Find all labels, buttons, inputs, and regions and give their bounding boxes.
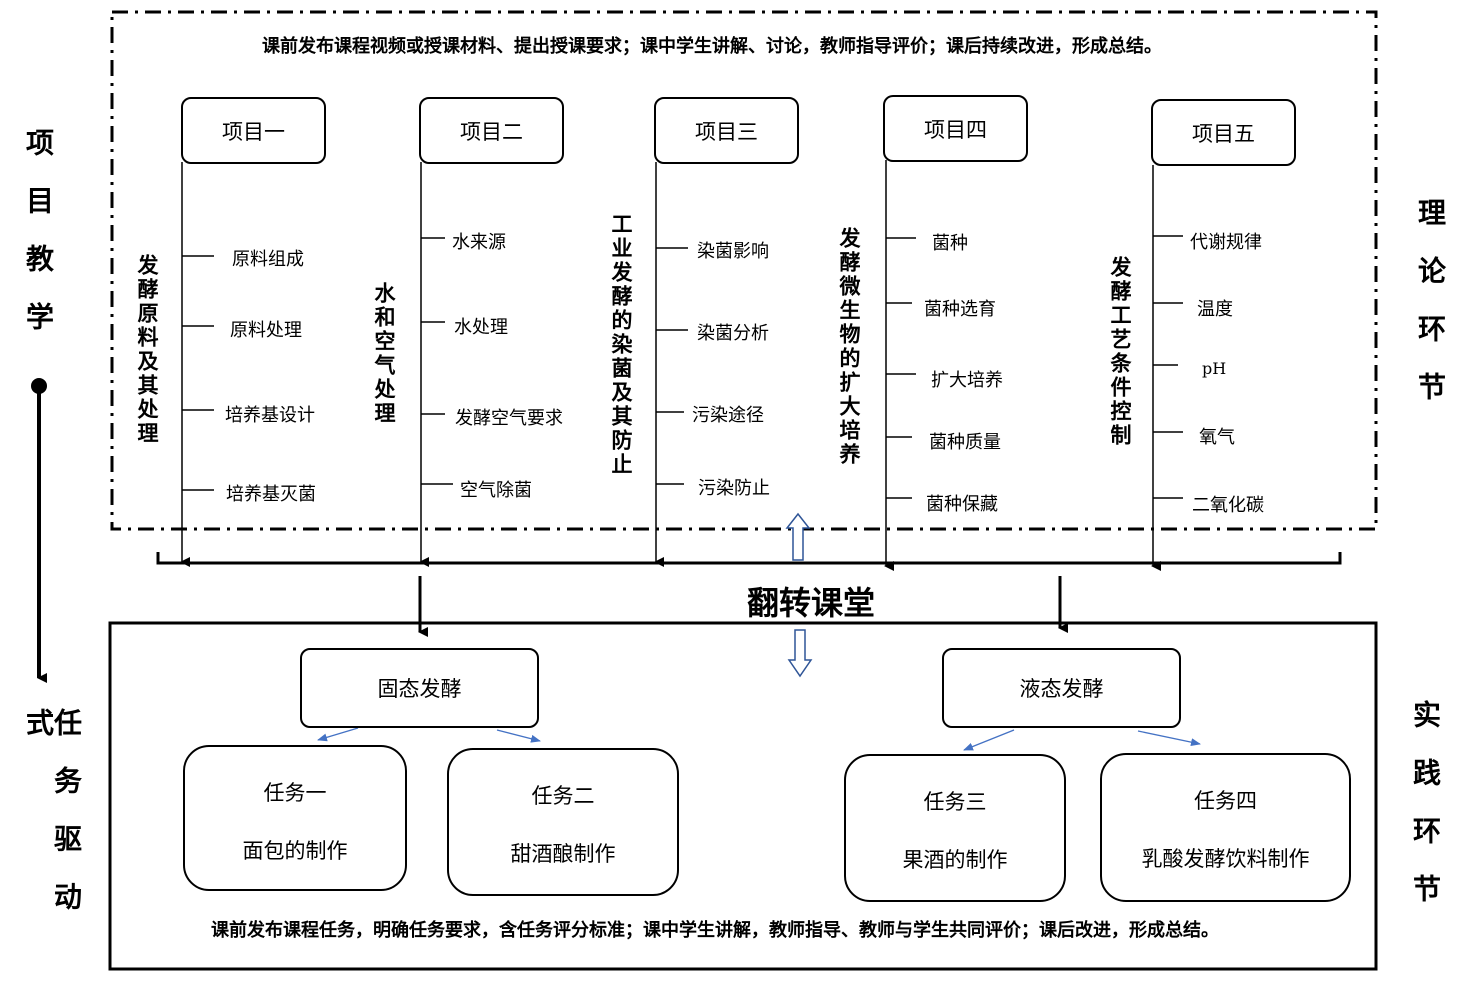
flip-classroom-label: 翻转课堂: [747, 584, 876, 622]
project-1-item-3: 培养基设计: [225, 405, 315, 426]
flip-bracket: [156, 552, 1342, 565]
task-1-box: 任务一 面包的制作: [183, 745, 407, 891]
theory-frame: [110, 10, 1378, 531]
project-5-item-3: pH: [1202, 359, 1227, 378]
project-4-item-3: 扩大培养: [931, 370, 1003, 391]
branch-ticks: [182, 235, 1183, 499]
project-3-item-2: 染菌分析: [697, 323, 769, 344]
project-1-item-4: 培养基灭菌: [226, 484, 316, 505]
project-1-box: 项目一: [181, 97, 326, 164]
category-liquid-box: 液态发酵: [942, 648, 1181, 728]
task-3-name: 果酒的制作: [902, 848, 1008, 872]
project-1-item-1: 原料组成: [232, 249, 304, 270]
project-3-box: 项目三: [654, 97, 799, 164]
project-5-item-1: 代谢规律: [1190, 232, 1262, 253]
project-2-topic: 水和空气处理: [372, 282, 397, 426]
right-top-label: 理论环节: [1414, 198, 1447, 430]
task-2-number: 任务二: [531, 784, 595, 808]
project-4-item-1: 菌种: [932, 233, 968, 254]
project-2-item-2: 水处理: [454, 317, 508, 338]
project-2-item-4: 空气除菌: [460, 480, 532, 501]
project-4-item-5: 菌种保藏: [926, 494, 998, 515]
hollow-up-arrow: [785, 512, 811, 561]
blue-arrow-2: [496, 729, 541, 743]
project-1-item-2: 原料处理: [230, 320, 302, 341]
left-top-label: 项目教学: [22, 128, 55, 360]
left-bottom-label: 任务驱动式: [22, 708, 83, 940]
project-4-item-2: 菌种选育: [924, 299, 996, 320]
project-3-item-3: 污染途径: [692, 405, 764, 426]
task-3-box: 任务三 果酒的制作: [844, 754, 1066, 902]
project-4-topic: 发酵微生物的扩大培养: [837, 227, 862, 467]
project-5-item-2: 温度: [1197, 299, 1233, 320]
project-3-item-4: 污染防止: [698, 478, 770, 499]
project-5-item-4: 氧气: [1199, 427, 1235, 448]
practice-description: 课前发布课程任务，明确任务要求，含任务评分标准；课中学生讲解，教师指导、教师与学…: [211, 920, 1219, 941]
project-4-box: 项目四: [883, 95, 1028, 162]
blue-arrow-3: [963, 729, 1015, 751]
project-3-topic: 工业发酵的染菌及其防止: [609, 213, 634, 477]
project-5-item-5: 二氧化碳: [1192, 495, 1264, 516]
task-2-name: 甜酒酿制作: [510, 842, 616, 866]
project-5-box: 项目五: [1151, 99, 1296, 166]
project-3-item-1: 染菌影响: [697, 241, 769, 262]
theory-description: 课前发布课程视频或授课材料、提出授课要求；课中学生讲解、讨论，教师指导评价；课后…: [262, 36, 1162, 57]
category-solid-box: 固态发酵: [300, 648, 539, 728]
project-4-item-4: 菌种质量: [929, 432, 1001, 453]
hollow-down-arrow: [787, 629, 813, 678]
right-bottom-label: 实践环节: [1409, 700, 1442, 932]
task-1-number: 任务一: [263, 781, 327, 805]
project-lines: [180, 160, 1161, 571]
project-5-topic: 发酵工艺条件控制: [1108, 256, 1133, 448]
task-4-box: 任务四 乳酸发酵饮料制作: [1100, 753, 1351, 902]
project-1-topic: 发酵原料及其处理: [135, 254, 160, 446]
blue-arrow-4: [1137, 730, 1201, 747]
practice-frame: [108, 621, 1378, 971]
project-2-item-1: 水来源: [452, 232, 506, 253]
task-4-name: 乳酸发酵饮料制作: [1141, 847, 1310, 871]
task-4-number: 任务四: [1194, 789, 1257, 813]
task-2-box: 任务二 甜酒酿制作: [447, 748, 679, 896]
blue-arrow-1: [317, 727, 359, 742]
project-2-box: 项目二: [419, 97, 564, 164]
task-3-number: 任务三: [923, 790, 987, 814]
project-2-item-3: 发酵空气要求: [455, 408, 563, 429]
task-1-name: 面包的制作: [242, 839, 348, 863]
